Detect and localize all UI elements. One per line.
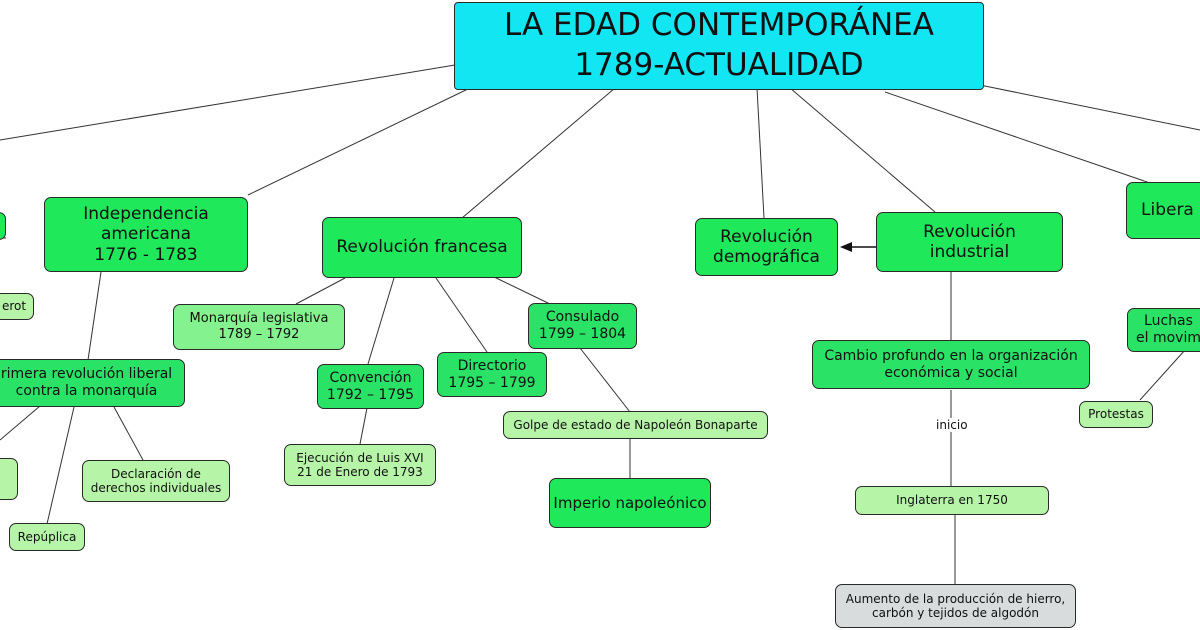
edge-root-right-offscreen (979, 84, 1200, 131)
node-erot-fragment[interactable]: erot (0, 293, 34, 320)
root-title-line2: 1789-ACTUALIDAD (574, 47, 864, 83)
node-liberalismo-fragment[interactable]: Libera (1126, 182, 1200, 239)
node-monarquia-legislativa[interactable]: Monarquía legislativa 1789 – 1792 (173, 304, 345, 350)
edge-consulado-golpe (579, 347, 631, 413)
edge-root-revolucion-industrial (789, 87, 936, 213)
node-revolucion-francesa[interactable]: Revolución francesa (322, 217, 522, 278)
node-luchas-fragment[interactable]: Luchas el movim (1127, 308, 1200, 352)
edge-francesa-consulado (491, 275, 551, 305)
node-convencion[interactable]: Convención 1792 – 1795 (317, 364, 424, 409)
node-primera-revolucion-liberal[interactable]: rimera revolución liberal contra la mona… (0, 359, 185, 407)
root-title-line1: LA EDAD CONTEMPORÁNEA (504, 7, 934, 44)
node-golpe-de-estado[interactable]: Golpe de estado de Napoleón Bonaparte (503, 411, 768, 439)
edge-francesa-directorio (435, 277, 488, 353)
node-cambio-profundo[interactable]: Cambio profundo en la organización econó… (812, 340, 1090, 389)
edge-francesa-convencion (367, 277, 395, 365)
edge-luchas-protestas (1139, 349, 1186, 401)
edge-francesa-monarquia (295, 277, 346, 305)
edge-root-independencia (247, 87, 471, 196)
edge-primera-declaracion (113, 406, 144, 461)
node-fragment-left-bottom[interactable] (0, 458, 18, 500)
node-consulado[interactable]: Consulado 1799 – 1804 (528, 303, 637, 349)
edge-convencion-ejecucion (359, 407, 368, 445)
edge-primera-republica (46, 406, 75, 525)
node-inglaterra-1750[interactable]: Inglaterra en 1750 (855, 486, 1049, 515)
node-revolucion-industrial[interactable]: Revolución industrial (876, 212, 1063, 272)
node-fragment-left-top[interactable] (0, 212, 6, 240)
node-protestas[interactable]: Protestas (1079, 401, 1153, 428)
node-imperio-napoleonico[interactable]: Imperio napoleónico (549, 478, 711, 528)
node-revolucion-demografica[interactable]: Revolución demográfica (695, 218, 838, 276)
edge-independencia-primera (87, 271, 102, 361)
node-directorio[interactable]: Directorio 1795 – 1799 (437, 352, 547, 397)
edge-root-liberalismo (884, 91, 1151, 184)
node-independencia-americana[interactable]: Independencia americana 1776 - 1783 (44, 197, 248, 272)
edge-label-inicio: inicio (933, 418, 971, 432)
edge-root-revolucion-demografica (756, 87, 765, 219)
node-republica[interactable]: Repúplica (9, 523, 85, 551)
root-node-edad-contemporanea[interactable]: LA EDAD CONTEMPORÁNEA 1789-ACTUALIDAD (454, 2, 984, 90)
node-aumento-produccion[interactable]: Aumento de la producción de hierro, carb… (835, 584, 1076, 628)
arrow-head (840, 242, 852, 252)
edge-primera-left (0, 405, 41, 441)
node-declaracion-derechos[interactable]: Declaración de derechos individuales (82, 460, 230, 502)
edge-root-left-offscreen (0, 64, 456, 141)
edge-root-revolucion-francesa (461, 87, 616, 219)
node-ejecucion-luis-xvi[interactable]: Ejecución de Luis XVI 21 de Enero de 179… (284, 444, 436, 486)
